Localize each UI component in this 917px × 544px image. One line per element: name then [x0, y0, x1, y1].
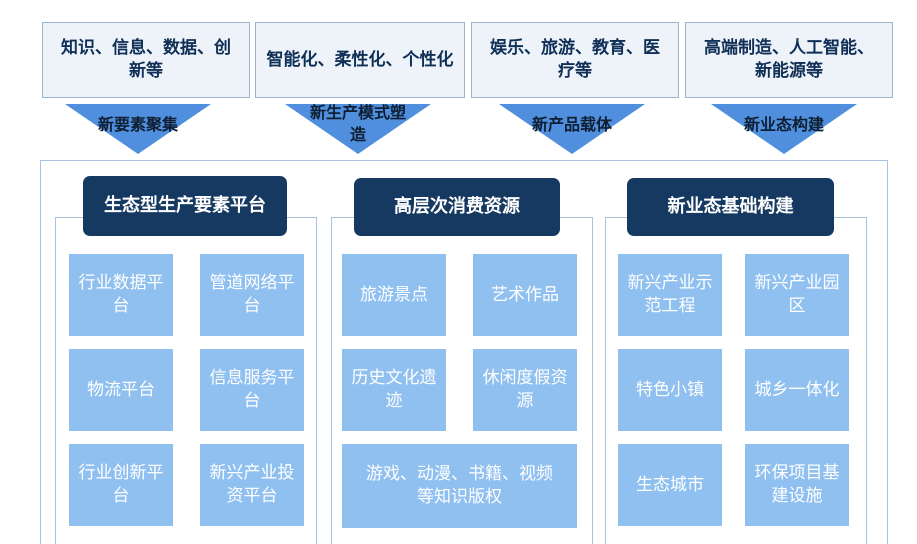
cell-tourist-attractions: 旅游景点	[342, 254, 446, 336]
cell-characteristic-town: 特色小镇	[618, 349, 722, 431]
cell-ip-rights: 游戏、动漫、书籍、视频等知识版权	[342, 444, 577, 528]
arrow-label-new-products: 新产品载体	[531, 115, 612, 134]
column-header-business: 新业态基础构建	[627, 178, 834, 236]
cell-logistics-platform: 物流平台	[69, 349, 173, 431]
top-box-industries: 高端制造、人工智能、新能源等	[685, 22, 893, 98]
top-box-production-mode: 智能化、柔性化、个性化	[255, 22, 465, 98]
cell-industry-data-platform: 行业数据平台	[69, 254, 173, 336]
cell-environmental-infrastructure: 环保项目基建设施	[745, 444, 849, 526]
cell-historical-sites: 历史文化遗迹	[342, 349, 446, 431]
cell-emerging-industry-demo: 新兴产业示范工程	[618, 254, 722, 336]
top-box-factors: 知识、信息、数据、创新等	[42, 22, 250, 98]
column-header-production: 生态型生产要素平台	[83, 176, 287, 236]
arrow-label-new-production-mode: 新生产模式塑造	[309, 103, 406, 144]
cell-pipeline-network-platform: 管道网络平台	[200, 254, 304, 336]
cell-urban-rural-integration: 城乡一体化	[745, 349, 849, 431]
cell-emerging-industry-park: 新兴产业园区	[745, 254, 849, 336]
cell-artworks: 艺术作品	[473, 254, 577, 336]
cell-information-service-platform: 信息服务平台	[200, 349, 304, 431]
arrow-label-new-factors: 新要素聚集	[97, 115, 178, 134]
top-box-products: 娱乐、旅游、教育、医疗等	[471, 22, 679, 98]
cell-leisure-resources: 休闲度假资源	[473, 349, 577, 431]
column-header-consumption: 高层次消费资源	[354, 178, 560, 236]
cell-eco-city: 生态城市	[618, 444, 722, 526]
arrow-label-new-business: 新业态构建	[743, 115, 824, 134]
cell-industry-innovation-platform: 行业创新平台	[69, 444, 173, 526]
cell-emerging-industry-investment-platform: 新兴产业投资平台	[200, 444, 304, 526]
